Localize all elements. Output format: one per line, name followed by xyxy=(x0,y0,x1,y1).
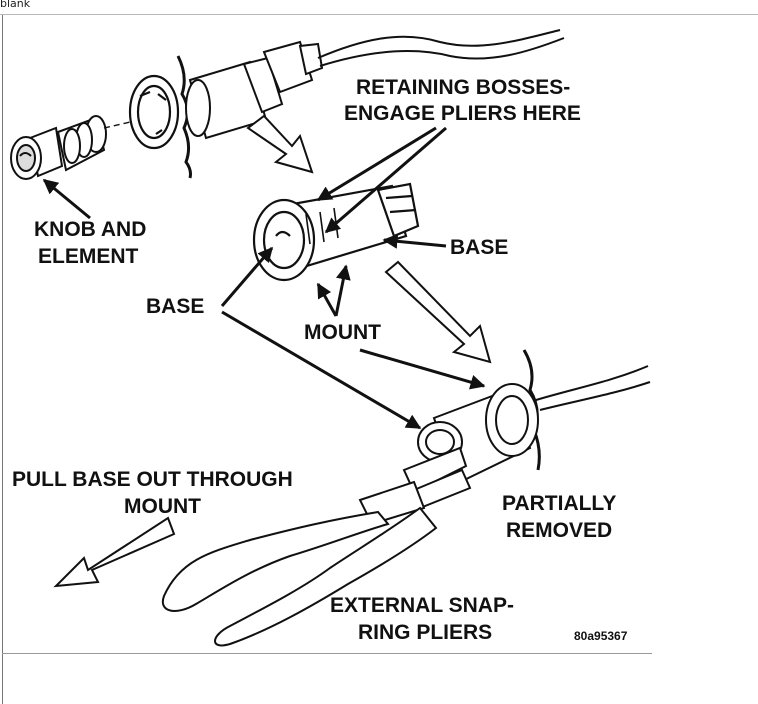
pull-base-label-1: PULL BASE OUT THROUGH xyxy=(12,468,293,491)
leader-arrows xyxy=(42,126,486,430)
retaining-bosses-label-2: ENGAGE PLIERS HERE xyxy=(344,102,581,125)
mount-label: MOUNT xyxy=(304,321,381,344)
partially-removed-label-1: PARTIALLY xyxy=(502,492,616,515)
tab-title[interactable]: blank xyxy=(0,0,31,10)
knob-element-label-1: KNOB AND xyxy=(34,218,146,241)
snap-ring-pliers-label-2: RING PLIERS xyxy=(358,621,492,644)
partially-removed-label-2: REMOVED xyxy=(506,519,612,542)
knob-and-element-part xyxy=(10,115,107,180)
figure-code: 80a95367 xyxy=(574,629,628,643)
pliers-assembly xyxy=(161,349,651,647)
arrow-icon xyxy=(53,114,492,588)
retaining-bosses-label-1: RETAINING BOSSES- xyxy=(356,76,570,99)
housing-with-wires xyxy=(176,29,565,179)
pull-base-label-2: MOUNT xyxy=(124,495,201,518)
mount-ring-part xyxy=(128,74,180,150)
snap-ring-pliers-label-1: EXTERNAL SNAP- xyxy=(330,594,514,617)
base-label-right: BASE xyxy=(450,236,508,259)
frame-border-bottom xyxy=(2,653,652,654)
frame-border-left xyxy=(2,15,3,704)
browser-tab-bar: blank xyxy=(0,0,758,15)
base-label-left: BASE xyxy=(146,295,204,318)
knob-element-label-2: ELEMENT xyxy=(38,245,139,268)
